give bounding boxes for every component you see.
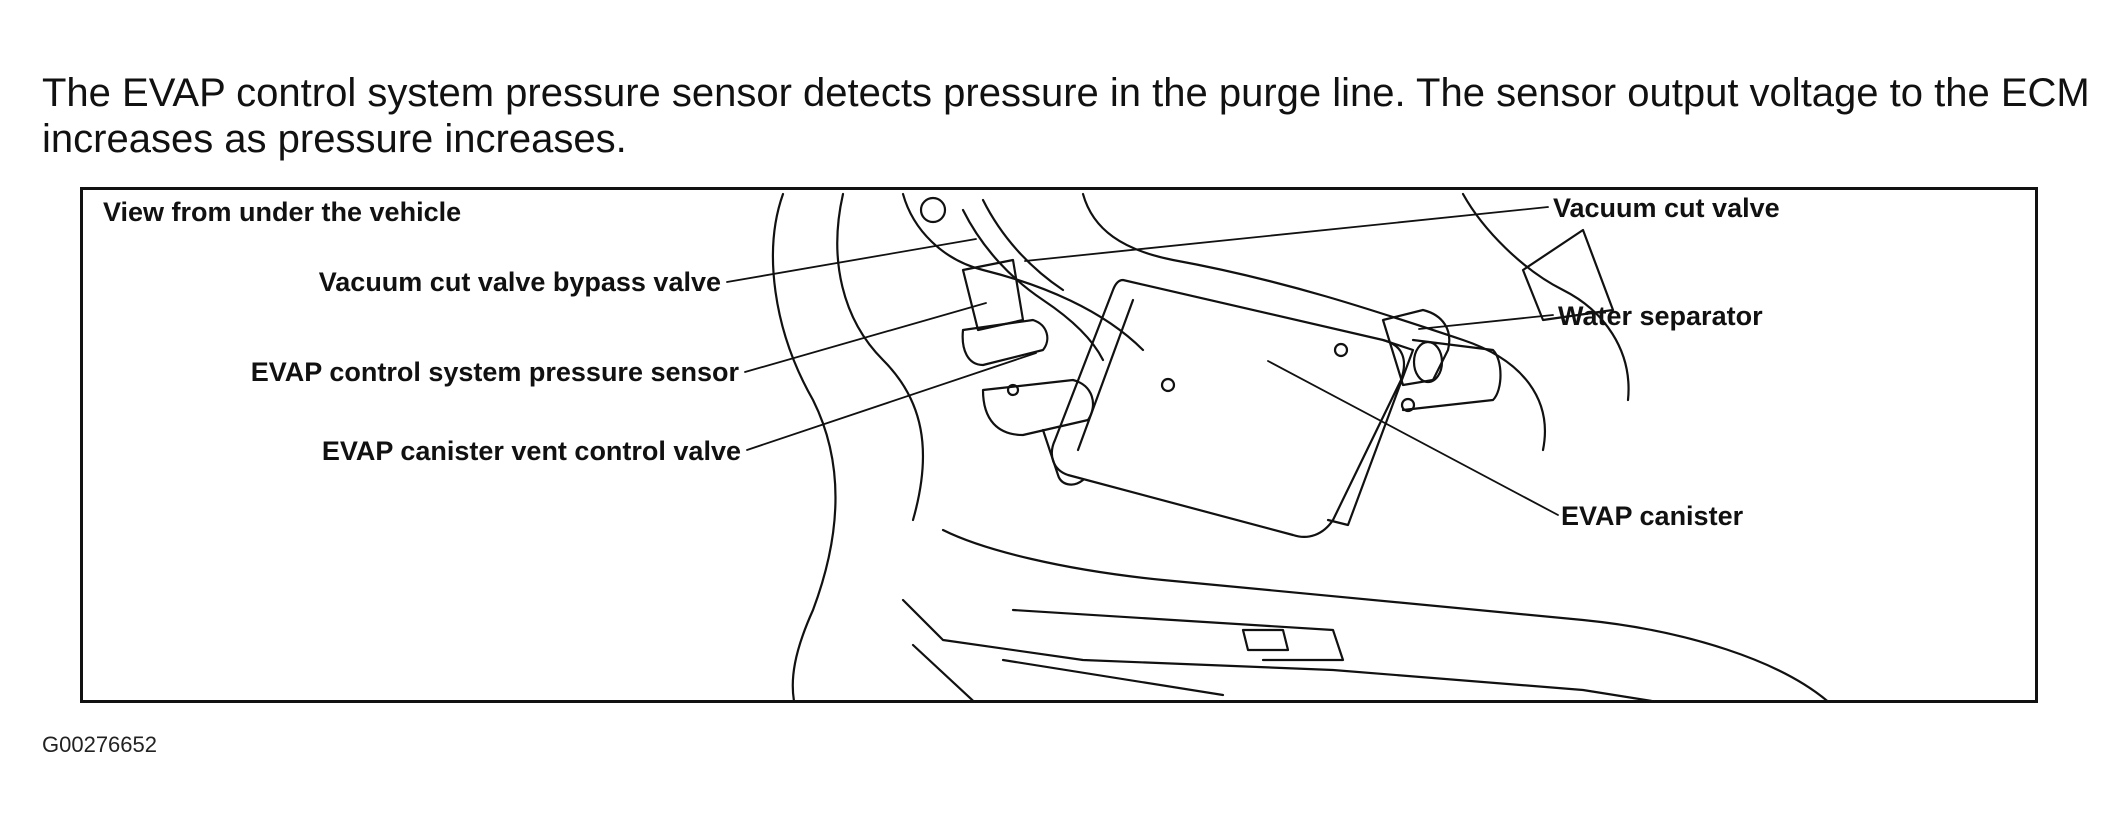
body-contour-left-inner <box>836 192 925 522</box>
bolt-2 <box>1006 383 1020 397</box>
canister-mount <box>1401 338 1502 412</box>
canister-band <box>1326 338 1415 527</box>
floor-panel-lower <box>901 598 1653 700</box>
view-label: View from under the vehicle <box>103 197 462 227</box>
label-evap-canister: EVAP canister <box>1561 501 1744 531</box>
label-vacuum-cut-valve: Vacuum cut valve <box>1553 193 1780 223</box>
plate-lower <box>1011 608 1345 662</box>
leader-bypass-valve <box>726 238 977 283</box>
bolt-4 <box>1333 342 1349 358</box>
canister-edge <box>1076 298 1135 452</box>
bolt-5 <box>1400 397 1416 413</box>
bracket-right <box>1521 228 1615 322</box>
floor-panel <box>941 528 1828 700</box>
description-text: The EVAP control system pressure sensor … <box>42 71 2090 161</box>
body-contour-upper <box>901 192 1145 352</box>
floor-rail <box>911 643 974 700</box>
diagram-frame: View from under the vehicle Vacuum cut v… <box>80 187 2038 703</box>
purge-hose <box>961 208 1105 362</box>
leader-vent-valve <box>746 352 1037 451</box>
leader-water-separator <box>1418 314 1554 330</box>
water-separator-cap <box>1412 340 1444 384</box>
water-separator-body <box>1381 308 1451 387</box>
purge-hose-2 <box>981 198 1065 292</box>
label-vacuum-cut-valve-bypass-valve: Vacuum cut valve bypass valve <box>318 267 721 297</box>
bolt-3 <box>1160 377 1176 393</box>
label-evap-canister-vent-control-valve: EVAP canister vent control valve <box>321 436 741 466</box>
canister-body <box>1050 278 1406 538</box>
plate-tab <box>1241 628 1290 652</box>
evap-components-illustration <box>726 192 1828 700</box>
sensor-body <box>961 318 1049 367</box>
body-contour-right <box>1461 192 1630 402</box>
leader-canister <box>1267 360 1559 516</box>
bolt-1 <box>919 196 947 224</box>
vent-valve-tube <box>1041 428 1085 486</box>
vent-valve-body <box>981 378 1095 437</box>
figure-id: G00276652 <box>42 732 157 757</box>
leader-pressure-sensor <box>744 302 987 373</box>
body-contour-left <box>771 192 837 700</box>
label-evap-pressure-sensor: EVAP control system pressure sensor <box>250 357 739 387</box>
bypass-valve-body <box>961 258 1025 332</box>
leader-vacuum-cut-valve <box>1024 206 1549 262</box>
body-contour-upper-right <box>1081 192 1546 452</box>
rail-lower <box>1001 658 1225 697</box>
label-water-separator: Water separator <box>1558 301 1763 331</box>
